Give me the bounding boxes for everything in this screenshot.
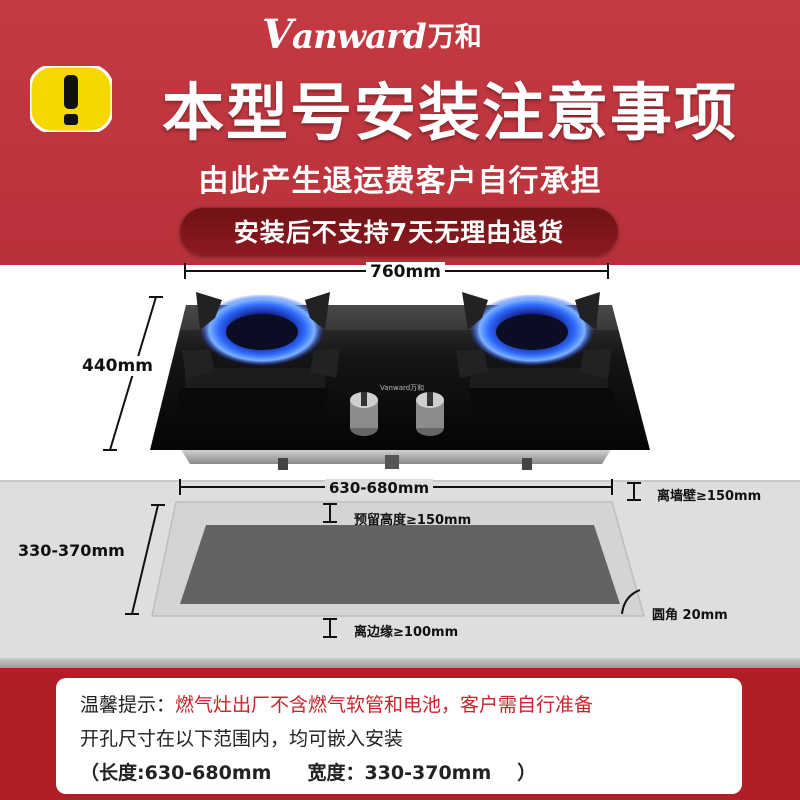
corner-radius-arc <box>621 589 641 615</box>
corner-radius-label: 圆角 20mm <box>652 608 728 623</box>
tip-prefix: 温馨提示： <box>80 694 176 716</box>
return-policy-badge: 安装后不支持7天无理由退货 <box>180 207 618 255</box>
brand-initial: V <box>262 10 293 58</box>
cutout-length-label: 630-680mm <box>325 479 434 497</box>
right-burner <box>456 292 622 425</box>
reserved-height-label: 预留高度≥150mm <box>354 513 472 528</box>
tip-line-2: 开孔尺寸在以下范围内，均可嵌入安装 <box>80 728 404 750</box>
cutout-width-dimension <box>125 504 165 615</box>
edge-clearance-label: 离边缘≥100mm <box>354 625 459 640</box>
length-value: 630-680mm <box>144 762 272 784</box>
tip-accessories: 燃气灶出厂不含燃气软管和电池，客户需自行准备 <box>175 694 594 716</box>
warning-icon <box>30 66 112 132</box>
width-key: 宽度： <box>307 762 365 784</box>
brand-logo: Vanward 万和 <box>262 11 482 58</box>
shipping-notice: 由此产生退运费客户自行承担 <box>198 164 602 199</box>
depth-label: 440mm <box>82 356 153 376</box>
width-value: 330-370mm <box>364 762 492 784</box>
brand-name-en: anward <box>292 16 427 57</box>
tip-line-1: 温馨提示：燃气灶出厂不含燃气软管和电池，客户需自行准备 <box>80 690 593 717</box>
panel-logo: Vanward万和 <box>380 384 425 392</box>
width-label: 760mm <box>366 262 445 282</box>
cutout-width-label: 330-370mm <box>18 541 125 560</box>
countertop-edge <box>0 658 800 668</box>
left-burner <box>175 292 340 425</box>
left-knob[interactable] <box>350 392 378 436</box>
tips-card: 温馨提示：燃气灶出厂不含燃气软管和电池，客户需自行准备 开孔尺寸在以下范围内，均… <box>56 678 742 794</box>
cutout-hole <box>180 525 620 604</box>
reserved-height-marker <box>323 503 337 523</box>
wall-clearance-marker <box>627 482 641 501</box>
page-title: 本型号安装注意事项 <box>161 76 738 149</box>
header-banner: Vanward 万和 本型号安装注意事项 由此产生退运费客户自行承担 安装后不支… <box>0 0 800 265</box>
length-key: 长度: <box>99 762 145 784</box>
right-knob[interactable] <box>416 392 444 436</box>
edge-clearance-marker <box>323 618 337 638</box>
wall-clearance-label: 离墙壁≥150mm <box>657 489 762 504</box>
brand-name-cn: 万和 <box>427 21 482 53</box>
